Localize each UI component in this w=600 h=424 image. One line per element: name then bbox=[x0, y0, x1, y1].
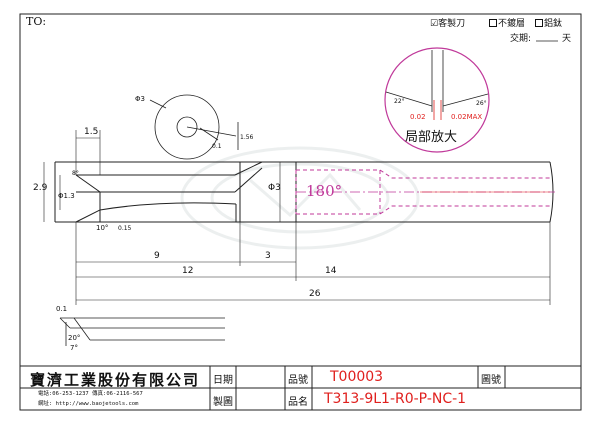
section-radius: 0.1 bbox=[212, 143, 222, 150]
custom-tool-checkbox[interactable]: ☑客製刀 bbox=[430, 19, 466, 29]
drawing-no-label: 圖號 bbox=[481, 375, 501, 386]
dim-1-5: 1.5 bbox=[84, 127, 99, 137]
coolant-hole bbox=[295, 169, 550, 215]
drawn-label: 製圖 bbox=[213, 397, 233, 408]
detail-dim-right: 0.02MAX bbox=[451, 113, 483, 121]
part-name-label: 品名 bbox=[288, 397, 308, 408]
company-phone: 電話:06-253-1237 傳真:06-2116-567 bbox=[38, 391, 143, 397]
detail-magnified bbox=[384, 47, 490, 153]
dim-2-9: 2.9 bbox=[33, 183, 48, 193]
section-diameter: Φ3 bbox=[135, 95, 145, 103]
dim-26: 26 bbox=[309, 289, 321, 299]
sheet-border bbox=[19, 13, 582, 411]
no-coating-checkbox[interactable] bbox=[489, 19, 497, 27]
no-coating-option[interactable]: 不鍍層 bbox=[489, 16, 525, 29]
date-label: 日期 bbox=[213, 375, 233, 386]
section-height: 1.56 bbox=[240, 134, 254, 141]
tip-angle-7: 7° bbox=[70, 344, 78, 352]
to-label: TO: bbox=[26, 15, 47, 28]
detail-circle bbox=[384, 47, 490, 153]
detail-caption: 局部放大 bbox=[405, 130, 458, 145]
dim-8deg: 8° bbox=[72, 170, 79, 177]
dimension-lines bbox=[43, 130, 551, 305]
al-ti-option[interactable]: 鋁鈦 bbox=[535, 16, 562, 29]
delivery-unit: 天 bbox=[562, 34, 572, 44]
dim-14: 14 bbox=[325, 266, 337, 276]
detail-dim-left: 0.02 bbox=[410, 113, 426, 121]
tip-profile bbox=[59, 317, 225, 346]
dim-phi13: Φ1.3 bbox=[58, 192, 75, 200]
cross-section bbox=[149, 94, 239, 160]
part-no-value: T00003 bbox=[330, 369, 384, 385]
part-name-value: T313-9L1-R0-P-NC-1 bbox=[324, 391, 467, 407]
company-name: 寶濟工業股份有限公司 bbox=[30, 371, 201, 389]
dim-3: 3 bbox=[265, 251, 271, 261]
delivery-label: 交期: bbox=[510, 34, 532, 44]
al-ti-checkbox[interactable] bbox=[535, 19, 543, 27]
no-coating-label: 不鍍層 bbox=[498, 19, 526, 29]
watermark-logo bbox=[180, 146, 420, 250]
tip-angle-20: 20° bbox=[68, 334, 81, 342]
tool-profile bbox=[54, 161, 554, 223]
part-no-label: 品號 bbox=[288, 375, 308, 386]
company-website: 網址: http://www.baojetools.com bbox=[38, 401, 139, 407]
detail-angle-right: 26° bbox=[476, 100, 487, 107]
dim-phi3: Φ3 bbox=[268, 183, 281, 193]
angle-180: 180° bbox=[306, 182, 343, 200]
title-block bbox=[20, 365, 581, 410]
detail-angle-left: 22° bbox=[394, 98, 405, 105]
dim-10deg: 10° bbox=[96, 224, 109, 232]
dim-015: 0.15 bbox=[118, 225, 132, 232]
dim-9: 9 bbox=[154, 251, 160, 261]
dim-12: 12 bbox=[182, 266, 194, 276]
al-ti-label: 鋁鈦 bbox=[544, 19, 563, 29]
tip-dim-01: 0.1 bbox=[56, 305, 68, 313]
